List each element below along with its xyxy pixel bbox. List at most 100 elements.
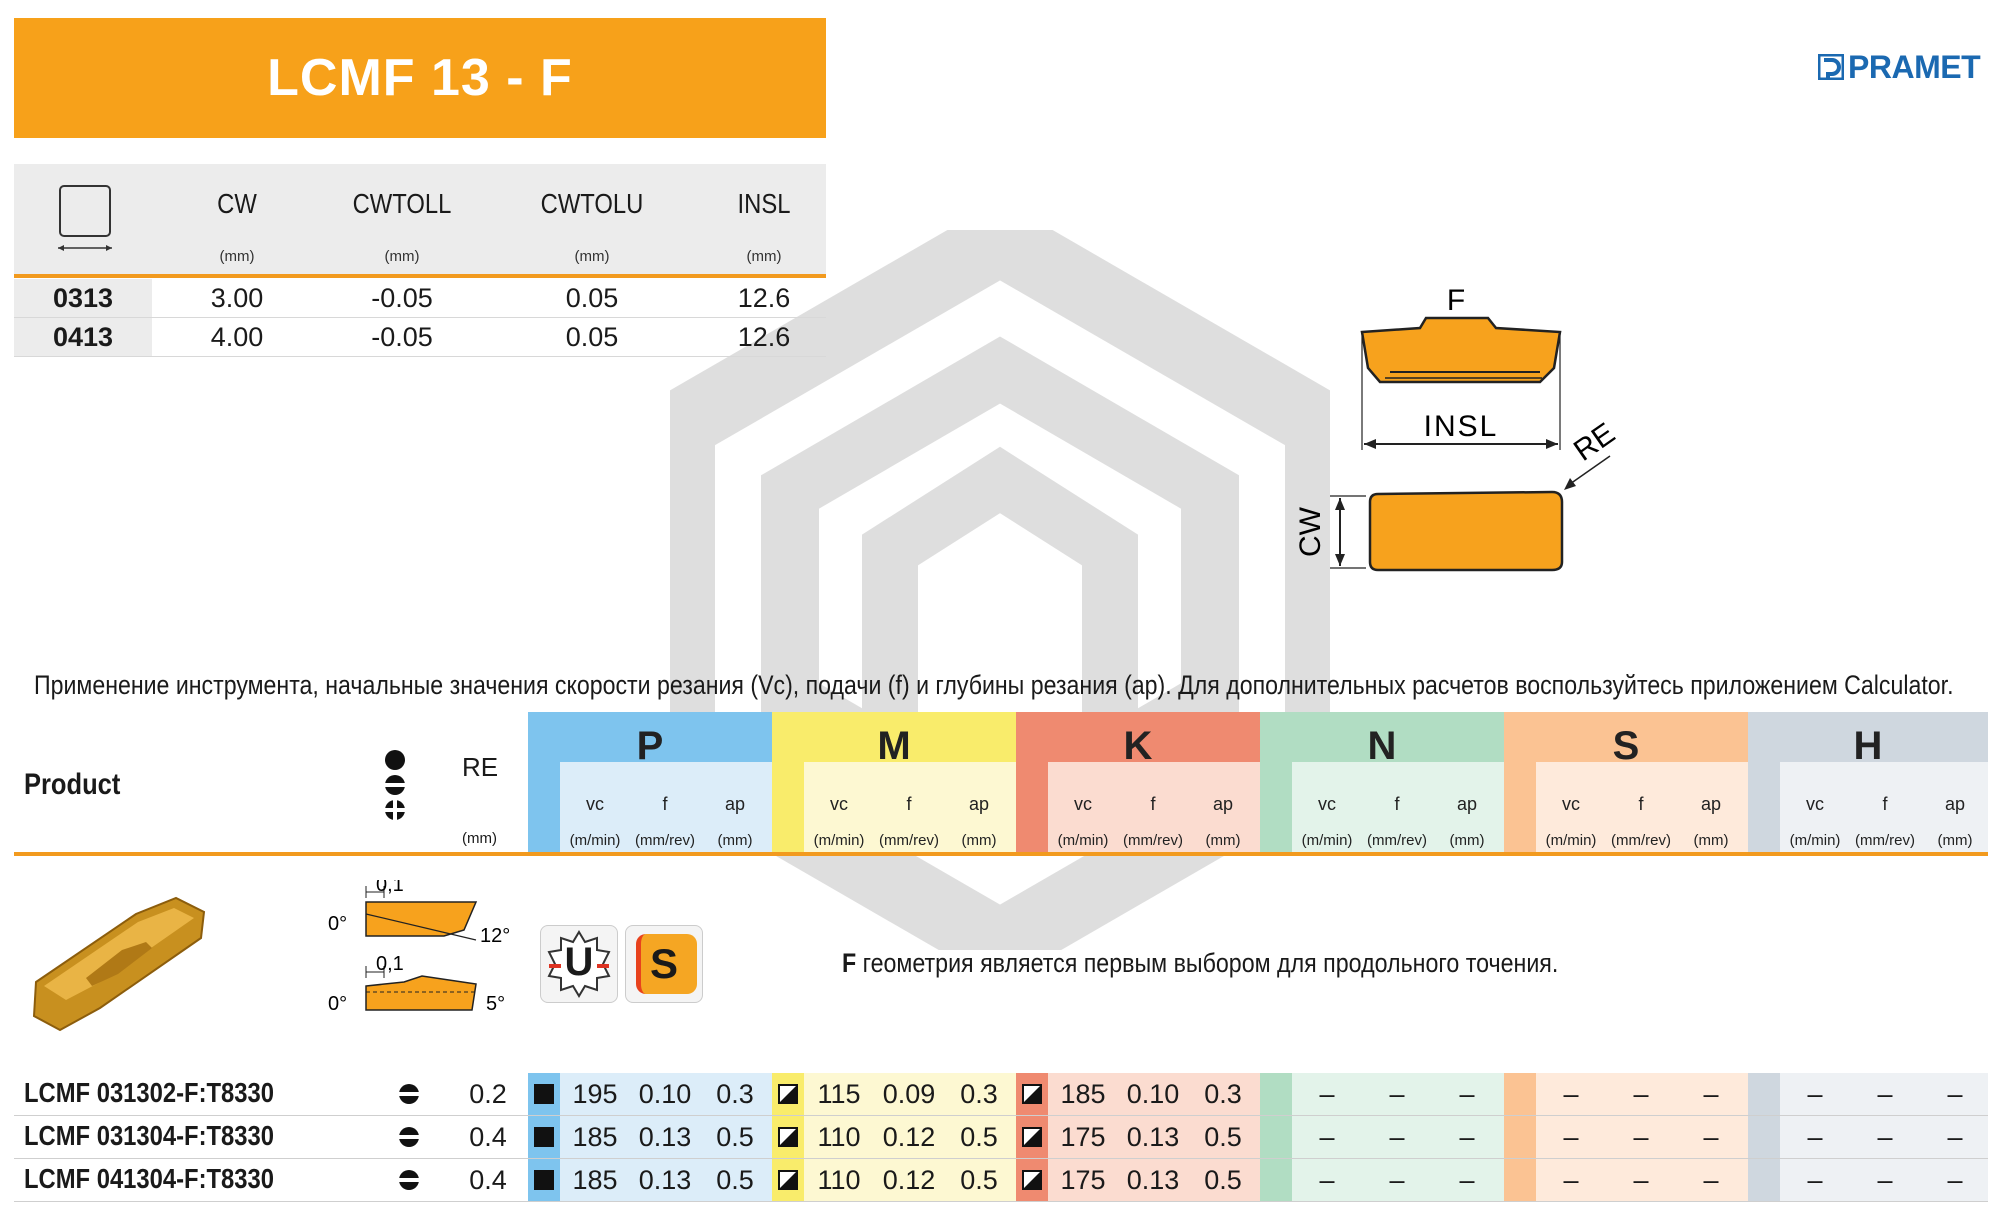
- cutting-value: –: [1947, 1122, 1963, 1152]
- cutting-value: –: [1563, 1165, 1579, 1195]
- cutting-value: –: [1633, 1165, 1649, 1195]
- cutting-value: –: [1807, 1165, 1823, 1195]
- cutting-value: 0.3: [716, 1079, 754, 1109]
- interrupted-cut-icon: [1022, 1084, 1042, 1104]
- insert-product-image: [32, 896, 206, 1032]
- row-code: 0313: [14, 279, 152, 317]
- cutting-value: –: [1633, 1122, 1649, 1152]
- cutting-value: –: [1389, 1122, 1405, 1152]
- interrupted-cut-icon: [778, 1170, 798, 1190]
- re-value: 0.4: [469, 1122, 507, 1152]
- cutting-value: –: [1947, 1079, 1963, 1109]
- cutting-value: 0.3: [960, 1079, 998, 1109]
- material-cell-s: –––: [1504, 1116, 1748, 1158]
- note-bold: F: [842, 948, 857, 978]
- cell: 12.6: [737, 283, 791, 313]
- tolerance-symbol-icon: [396, 1084, 422, 1104]
- cutting-value: 0.5: [960, 1122, 998, 1152]
- interrupted-cut-icon: [778, 1127, 798, 1147]
- cutting-value: –: [1807, 1079, 1823, 1109]
- product-name: LCMF 031302-F:T8330: [24, 1077, 274, 1108]
- tolerance-symbol-icon: [396, 1170, 422, 1190]
- cutting-value: 0.13: [638, 1122, 692, 1152]
- cutting-value: 0.3: [1204, 1079, 1242, 1109]
- geometry-width-2: 0,1: [376, 953, 404, 975]
- material-cell-n: –––: [1260, 1159, 1504, 1201]
- material-cell-m: 110 0.12 0.5: [772, 1116, 1016, 1158]
- cutting-value: 195: [572, 1079, 618, 1109]
- continuous-cut-icon: [534, 1127, 554, 1147]
- cutting-value: –: [1459, 1165, 1475, 1195]
- cutting-value: –: [1807, 1122, 1823, 1152]
- cutting-value: 185: [572, 1165, 618, 1195]
- cell: 0.05: [565, 322, 619, 352]
- geometry-angle-c2: 5°: [486, 993, 505, 1015]
- re-value: 0.2: [469, 1079, 507, 1109]
- row-code: 0413: [14, 318, 152, 356]
- interrupted-cut-icon: [1022, 1127, 1042, 1147]
- re-value: 0.4: [469, 1165, 507, 1195]
- cell: 12.6: [737, 322, 791, 352]
- cutting-value: –: [1319, 1165, 1335, 1195]
- dimension-table-header: CW(mm) CWTOLL(mm) CWTOLU(mm) INSL(mm): [14, 164, 826, 278]
- cutting-value: 185: [572, 1122, 618, 1152]
- cutting-value: 0.5: [1204, 1122, 1242, 1152]
- cutting-value: 115: [817, 1079, 861, 1109]
- cutting-value: –: [1389, 1079, 1405, 1109]
- cutting-value: 0.12: [882, 1165, 936, 1195]
- cutting-value: 0.12: [882, 1122, 936, 1152]
- label-cw: CW: [1294, 506, 1327, 557]
- cutting-value: 0.5: [960, 1165, 998, 1195]
- label-insl: INSL: [1424, 410, 1499, 443]
- material-cell-s: –––: [1504, 1073, 1748, 1115]
- cutting-value: 0.10: [1126, 1079, 1180, 1109]
- note-text: геометрия является первым выбором для пр…: [856, 948, 1559, 978]
- cutting-value: –: [1633, 1079, 1649, 1109]
- s-material-badge: S: [625, 925, 703, 1003]
- tolerance-symbols-icon: [382, 750, 408, 822]
- cutting-value: –: [1877, 1079, 1893, 1109]
- tolerance-symbol-icon: [396, 1127, 422, 1147]
- cutting-value: –: [1319, 1079, 1335, 1109]
- cutting-value: –: [1459, 1079, 1475, 1109]
- universal-badge: U: [540, 925, 618, 1003]
- cutting-value: –: [1703, 1079, 1719, 1109]
- cell: 3.00: [210, 283, 264, 313]
- material-cell-h: –––: [1748, 1159, 1988, 1201]
- cutting-value: –: [1389, 1165, 1405, 1195]
- geometry-angle-b1: 0°: [328, 913, 347, 935]
- cutting-value: –: [1563, 1079, 1579, 1109]
- material-cell-h: –––: [1748, 1116, 1988, 1158]
- label-f: F: [1447, 284, 1465, 317]
- interrupted-cut-icon: [1022, 1170, 1042, 1190]
- re-column-unit: (mm): [462, 830, 497, 847]
- cutting-value: 110: [817, 1165, 861, 1195]
- insert-side-view: [1368, 490, 1564, 572]
- cutting-value: –: [1703, 1165, 1719, 1195]
- continuous-cut-icon: [534, 1170, 554, 1190]
- cutting-value: 175: [1060, 1122, 1106, 1152]
- brand-logo: PRAMET: [1818, 49, 1981, 85]
- geometry-angle-b2: 0°: [328, 993, 347, 1015]
- title-bar: LCMF 13 - F: [14, 18, 826, 138]
- cutting-value: 110: [817, 1122, 861, 1152]
- insert-drawing: F INSL CW RE: [1294, 284, 1621, 572]
- cutting-value: –: [1877, 1122, 1893, 1152]
- badge-s-label: S: [649, 940, 678, 987]
- cell: -0.05: [371, 283, 433, 313]
